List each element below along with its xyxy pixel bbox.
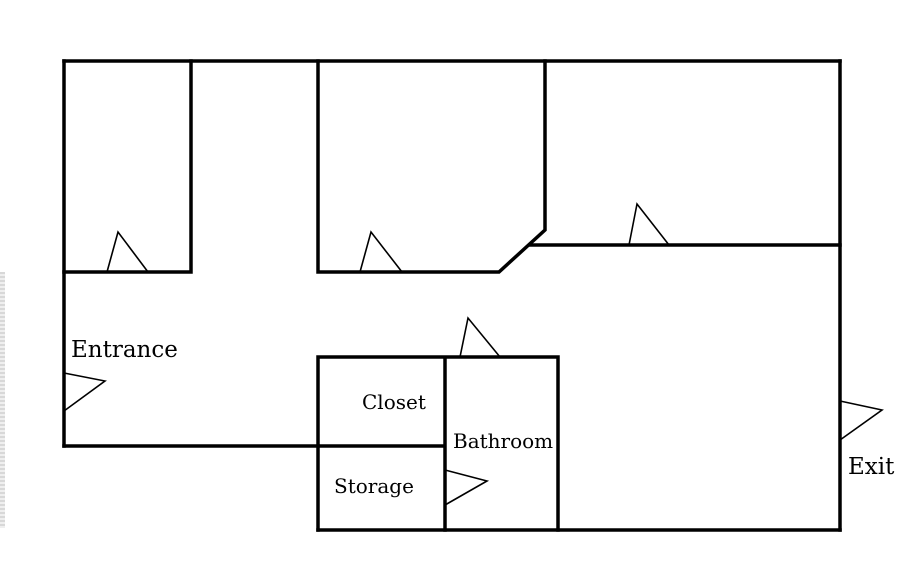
room-1-door-icon — [106, 230, 149, 273]
doors — [63, 202, 884, 506]
scan-edge-strip — [0, 272, 5, 528]
storage-door-icon — [444, 469, 490, 506]
room-1-wall — [62, 59, 193, 274]
storage-label: Storage — [334, 474, 414, 498]
walls — [62, 59, 842, 532]
storage-closet-block — [316, 355, 560, 532]
room-labels: Entrance Closet Bathroom Storage Exit — [71, 337, 895, 498]
exit-door-icon — [839, 400, 884, 441]
room-3-door-icon — [628, 202, 670, 246]
entrance-label: Entrance — [71, 337, 178, 363]
entrance-door-icon — [63, 372, 107, 412]
room-2-door-icon — [359, 230, 403, 273]
bathroom-label: Bathroom — [453, 429, 553, 453]
closet-label: Closet — [362, 390, 426, 414]
exit-label: Exit — [848, 454, 895, 480]
bathroom-door-icon — [459, 316, 501, 358]
room-2-wall — [316, 59, 547, 274]
